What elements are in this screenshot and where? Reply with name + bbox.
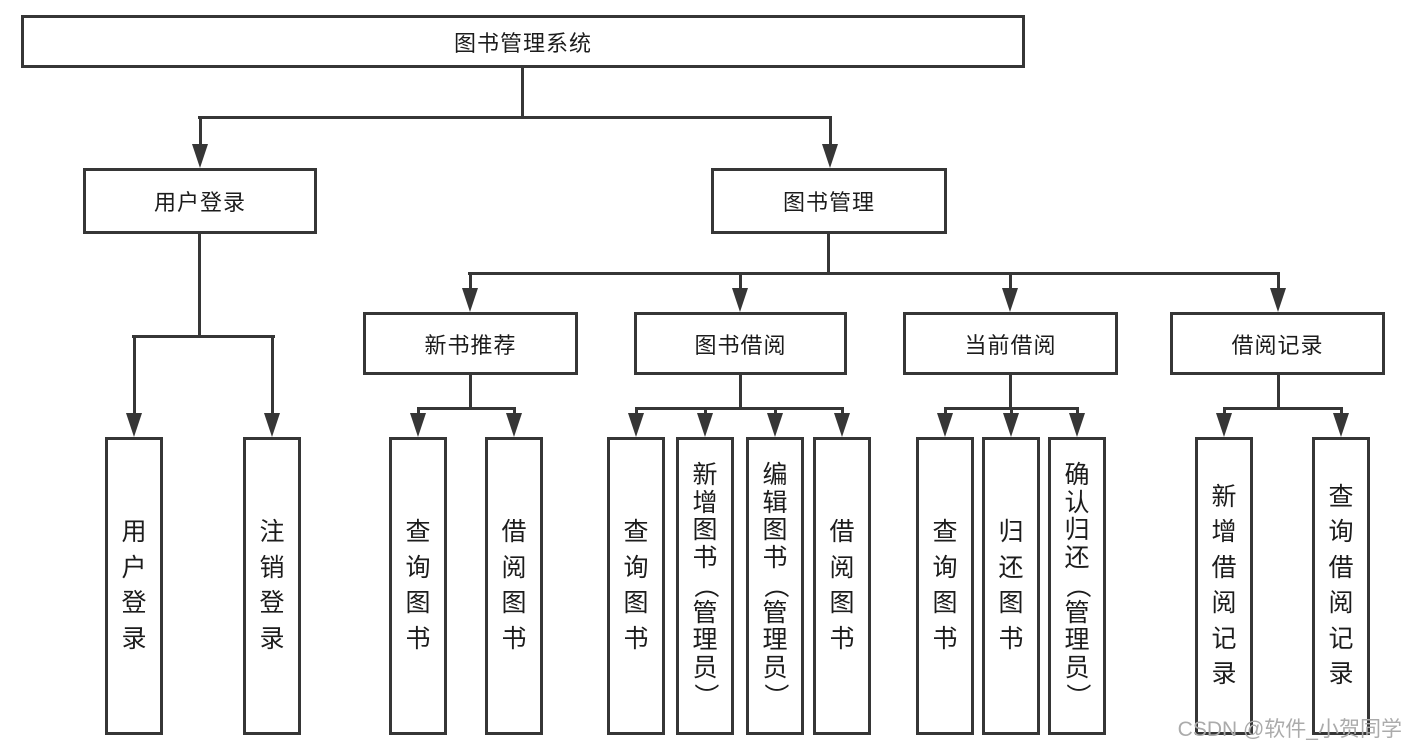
connector-line (829, 118, 832, 148)
connector-line (739, 272, 742, 292)
arrow-down-icon (1270, 288, 1286, 312)
node-borrow-records-label: 借阅记录 (1231, 332, 1324, 358)
connector-line (468, 272, 1280, 275)
leaf-return-books: 归还图书 (982, 437, 1040, 735)
leaf-user-login: 用户登录 (105, 437, 163, 735)
leaf-borrow-books: 借阅图书 (813, 437, 871, 735)
watermark-text: CSDN @软件_小贺同学 (1177, 718, 1402, 741)
node-root-label: 图书管理系统 (453, 30, 592, 56)
connector-line (521, 68, 524, 118)
arrow-down-icon (822, 144, 838, 168)
connector-line (133, 337, 136, 417)
node-book-management: 图书管理 (711, 168, 947, 234)
arrow-down-icon (462, 288, 478, 312)
node-book-borrow: 图书借阅 (634, 312, 847, 375)
node-new-book-recommend: 新书推荐 (363, 312, 578, 375)
connector-line (1009, 375, 1012, 409)
connector-line (1223, 407, 1343, 410)
node-root: 图书管理系统 (21, 15, 1025, 68)
arrow-down-icon (937, 413, 953, 437)
arrow-down-icon (1002, 288, 1018, 312)
leaf-query-borrow-record: 查询借阅记录 (1312, 437, 1370, 735)
leaf-query-books-borrow: 查询图书 (607, 437, 665, 735)
node-new-book-recommend-label: 新书推荐 (424, 332, 517, 358)
connector-line (271, 337, 274, 417)
node-current-borrow-label: 当前借阅 (964, 332, 1057, 358)
connector-line (199, 118, 202, 148)
arrow-down-icon (1333, 413, 1349, 437)
connector-line (635, 407, 844, 410)
connector-line (469, 272, 472, 292)
arrow-down-icon (192, 144, 208, 168)
leaf-add-books-admin: 新增图书（管理员） (676, 437, 734, 735)
node-user-login-label: 用户登录 (153, 190, 246, 215)
arrow-down-icon (1216, 413, 1232, 437)
leaf-confirm-return-admin: 确认归还（管理员） (1048, 437, 1106, 735)
connector-line (198, 116, 832, 119)
leaf-logout: 注销登录 (243, 437, 301, 735)
arrow-down-icon (126, 413, 142, 437)
leaf-edit-books-admin: 编辑图书（管理员） (746, 437, 804, 735)
connector-line (198, 234, 201, 337)
connector-line (469, 375, 472, 409)
node-book-management-label: 图书管理 (782, 190, 875, 215)
arrow-down-icon (264, 413, 280, 437)
connector-line (1009, 272, 1012, 292)
connector-line (1277, 375, 1280, 409)
arrow-down-icon (506, 413, 522, 437)
leaf-query-books-current: 查询图书 (916, 437, 974, 735)
arrow-down-icon (834, 413, 850, 437)
connector-line (417, 407, 516, 410)
leaf-query-books-recommend: 查询图书 (389, 437, 447, 735)
node-user-login: 用户登录 (83, 168, 317, 234)
arrow-down-icon (697, 413, 713, 437)
arrow-down-icon (767, 413, 783, 437)
node-current-borrow: 当前借阅 (903, 312, 1118, 375)
arrow-down-icon (1003, 413, 1019, 437)
connector-line (1277, 272, 1280, 292)
connector-line (132, 335, 275, 338)
connector-line (827, 234, 830, 274)
leaf-borrow-books-recommend: 借阅图书 (485, 437, 543, 735)
arrow-down-icon (732, 288, 748, 312)
arrow-down-icon (410, 413, 426, 437)
arrow-down-icon (628, 413, 644, 437)
connector-line (739, 375, 742, 409)
arrow-down-icon (1069, 413, 1085, 437)
node-book-borrow-label: 图书借阅 (694, 332, 787, 358)
leaf-add-borrow-record: 新增借阅记录 (1195, 437, 1253, 735)
node-borrow-records: 借阅记录 (1170, 312, 1385, 375)
